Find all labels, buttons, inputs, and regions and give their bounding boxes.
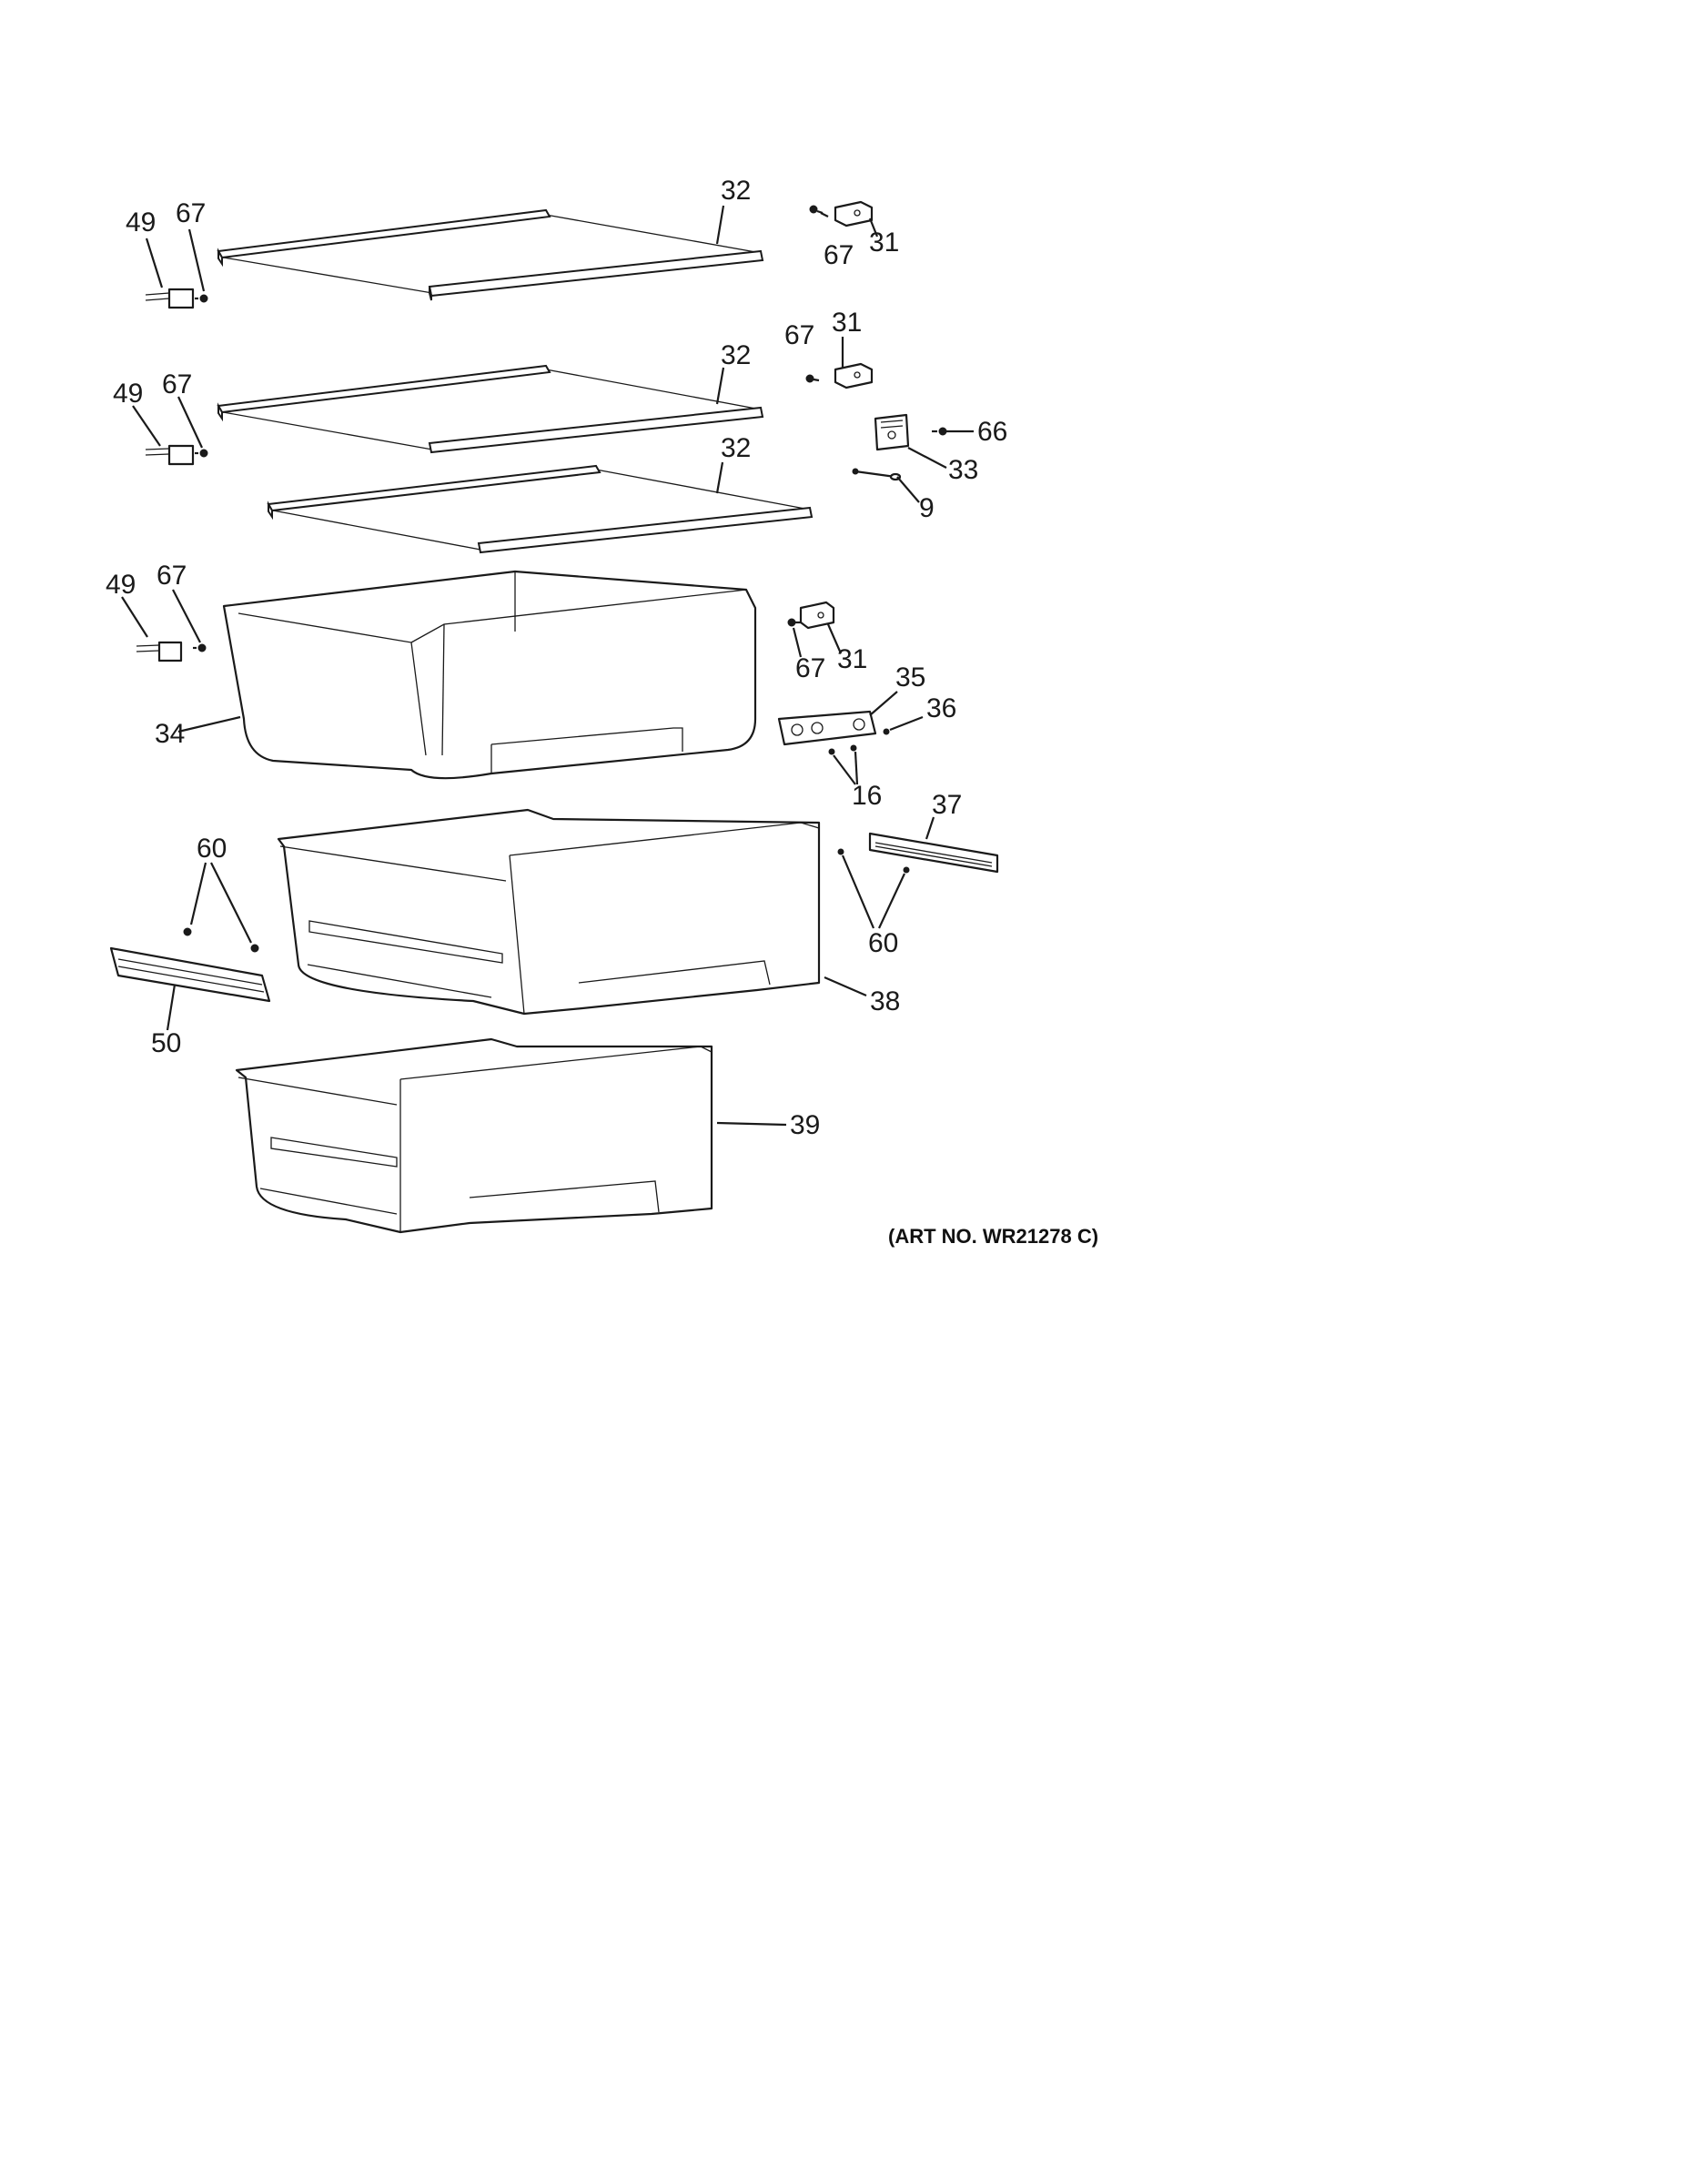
callout-shelf-lower: 32 xyxy=(721,433,751,463)
screw-left-top xyxy=(195,294,208,303)
art-number: (ART NO. WR21278 C) xyxy=(888,1225,1098,1248)
screw-left-middle xyxy=(195,449,208,458)
rail-left xyxy=(109,946,271,1003)
screw-right-lower xyxy=(787,618,801,627)
callout-drawer-bottom: 39 xyxy=(790,1110,820,1140)
callout-shelf-top: 32 xyxy=(721,176,751,206)
callout-support-right-lower: 31 xyxy=(837,644,867,674)
drawer-bottom xyxy=(235,1037,713,1234)
callout-rail-right: 37 xyxy=(932,790,962,820)
callout-pan-upper: 34 xyxy=(155,719,185,749)
end-cap-left-top xyxy=(145,288,195,309)
callout-bracket-screw: 66 xyxy=(977,417,1007,447)
bracket-screw xyxy=(932,427,947,436)
leader-lines xyxy=(121,205,974,1127)
rail-screws-right xyxy=(837,848,910,874)
slide-screws xyxy=(828,744,857,755)
callout-rail-screws-right: 60 xyxy=(868,928,898,958)
callout-labels: 32 49 67 67 31 31 67 32 49 67 66 32 33 9… xyxy=(106,176,1098,1248)
drawer-middle xyxy=(277,808,821,1016)
callout-support-right-middle: 31 xyxy=(832,308,862,338)
callout-slide-screw: 36 xyxy=(926,693,956,723)
screw-left-lower xyxy=(193,643,207,652)
shelf-middle xyxy=(217,364,764,454)
callout-support-right-top: 31 xyxy=(869,228,899,258)
shelf-lower xyxy=(267,464,814,554)
end-cap-left-lower xyxy=(136,641,183,662)
slide-screw xyxy=(883,728,890,735)
mounting-bracket xyxy=(874,413,910,451)
callout-pin: 9 xyxy=(919,493,935,523)
callout-cap-left-middle: 49 xyxy=(113,379,143,409)
end-cap-left-middle xyxy=(145,444,195,466)
callout-screw-left-middle: 67 xyxy=(162,369,192,399)
shelf-top xyxy=(217,208,764,301)
callout-rail-screws-left: 60 xyxy=(197,834,227,864)
screw-right-middle xyxy=(805,374,820,383)
pin xyxy=(852,468,902,481)
callout-bracket: 33 xyxy=(948,455,978,485)
callout-screw-right-top: 67 xyxy=(824,240,854,270)
screw-right-top xyxy=(809,205,824,215)
callout-screw-right-lower: 67 xyxy=(795,653,825,683)
crisper-pan xyxy=(222,570,757,780)
callout-slide-assembly: 35 xyxy=(895,662,925,693)
callout-drawer-middle: 38 xyxy=(870,986,900,1016)
callout-cap-left-lower: 49 xyxy=(106,570,136,600)
callout-slide-screws: 16 xyxy=(852,781,882,811)
rail-screws-left xyxy=(183,927,259,953)
shelf-support-middle xyxy=(834,362,874,389)
slide-assembly xyxy=(777,710,877,746)
callout-shelf-middle: 32 xyxy=(721,340,751,370)
callout-screw-left-top: 67 xyxy=(176,198,206,228)
shelf-support-top xyxy=(834,200,874,228)
rail-right xyxy=(868,832,999,874)
callout-rail-left: 50 xyxy=(151,1028,181,1058)
callout-screw-right-middle: 67 xyxy=(784,320,814,350)
callout-cap-left-top: 49 xyxy=(126,207,156,238)
callout-screw-left-lower: 67 xyxy=(157,561,187,591)
